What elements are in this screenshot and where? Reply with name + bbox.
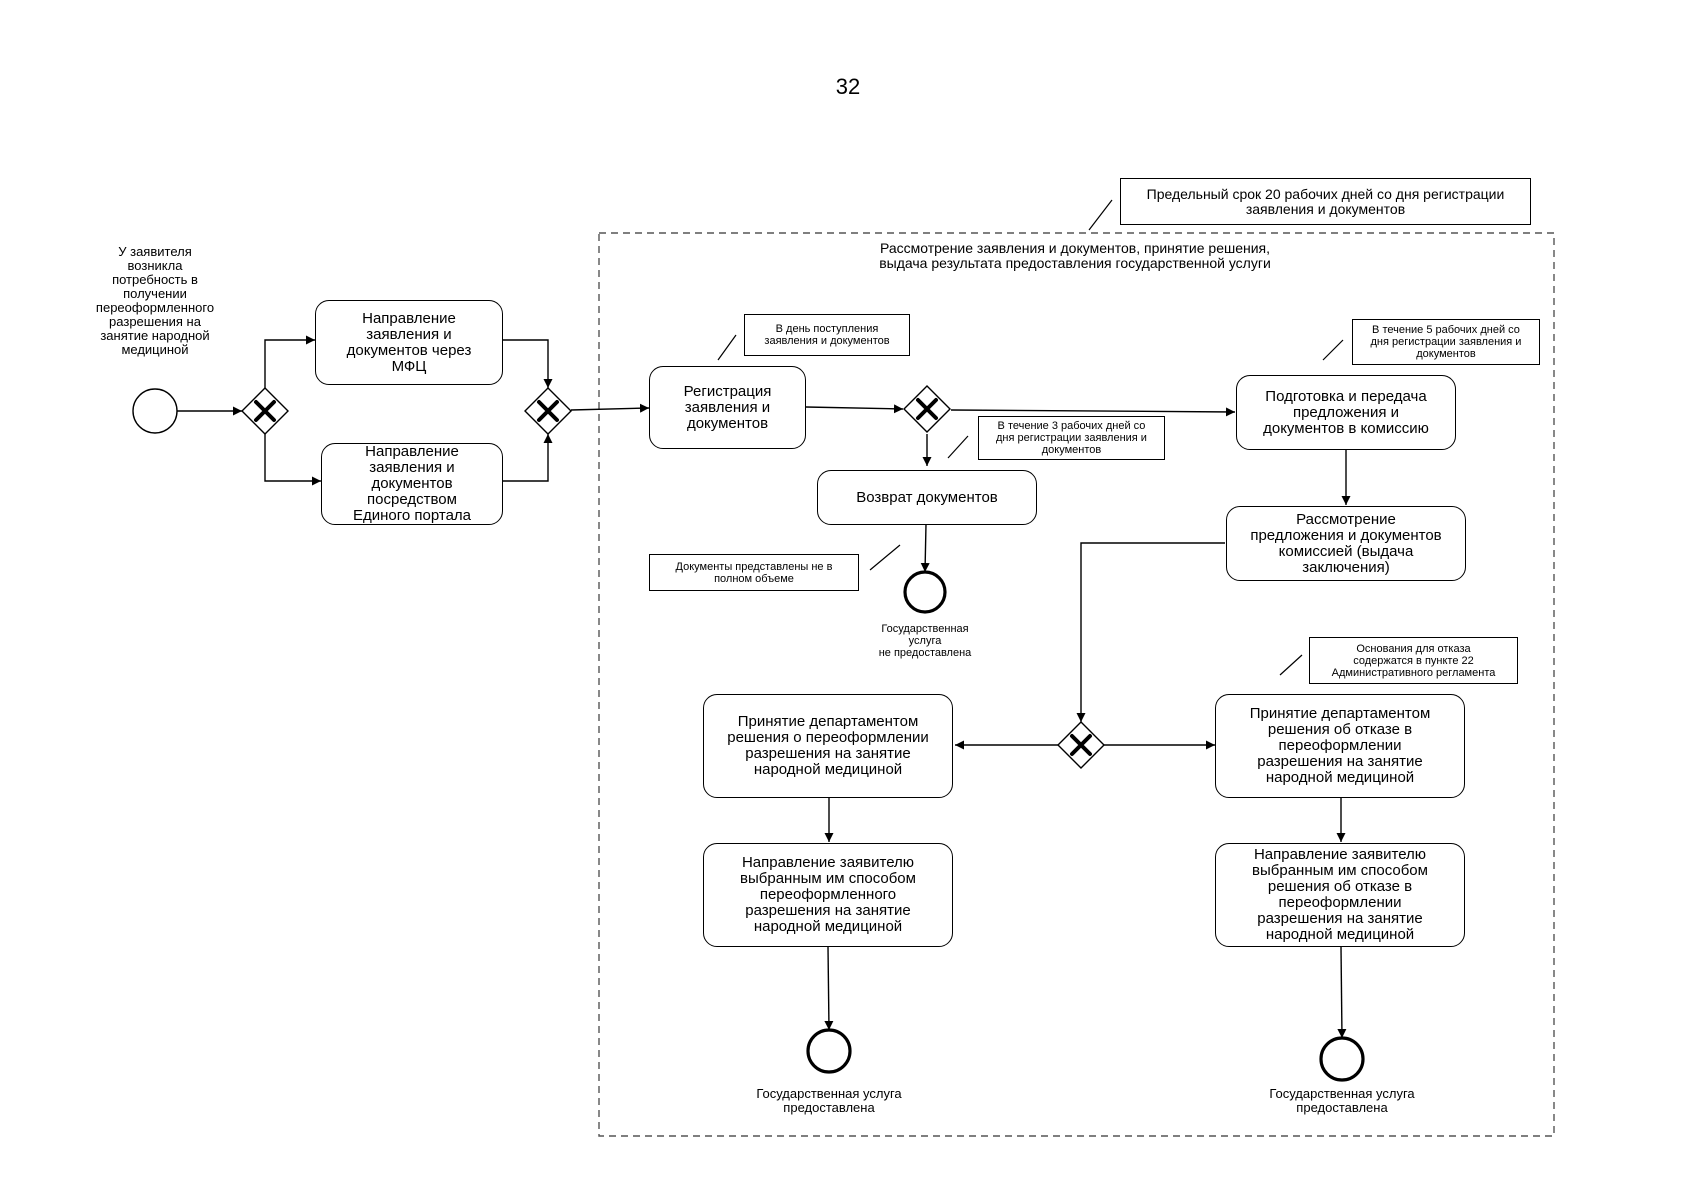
task-decision-reissue: Принятие департаментом решения о переофо… [703,694,953,798]
exclusive-gateway-decision-icon [1057,721,1105,769]
end-event-not-provided [903,570,947,614]
task-return-documents: Возврат документов [817,470,1037,525]
task-submit-via-portal: Направление заявления и документов посре… [321,443,503,525]
note-refusal-grounds: Основания для отказа содержатся в пункте… [1309,637,1518,684]
end-label-provided-left: Государственная услуга предоставлена [756,1086,902,1115]
flow-check-to-commission [950,407,1236,417]
flow-return-to-end [920,523,930,573]
note-within-5-days: В течение 5 рабочих дней со дня регистра… [1352,319,1540,365]
note-same-day: В день поступления заявления и документо… [744,314,910,356]
task-submit-via-mfc: Направление заявления и документов через… [315,300,503,385]
deadline-note: Предельный срок 20 рабочих дней со дня р… [1120,178,1531,225]
end-label-provided-right: Государственная услуга предоставлена [1269,1086,1415,1115]
flow-mfc-to-merge [503,339,553,388]
task-registration: Регистрация заявления и документов [649,366,806,449]
exclusive-gateway-check-icon [903,385,951,433]
exclusive-gateway-merge-icon [524,387,572,435]
task-send-refusal-decision: Направление заявителю выбранным им спосо… [1215,843,1465,947]
flow-portal-to-merge [503,434,553,482]
note-within-3-days: В течение 3 рабочих дней со дня регистра… [978,416,1165,460]
exclusive-gateway-split-icon [241,387,289,435]
review-group-boundary [598,232,1555,1137]
task-prepare-for-commission: Подготовка и передача предложения и доку… [1236,375,1456,450]
group-title: Рассмотрение заявления и документов, при… [879,240,1271,271]
task-send-reissued-permit: Направление заявителю выбранным им спосо… [703,843,953,947]
flow-send-reissue-to-end [824,946,834,1031]
start-event [132,388,178,434]
sequence-flows [177,335,1351,1039]
page-number: 32 [835,74,861,99]
flow-merge-to-registration [570,403,650,413]
annotation-connectors [717,199,1344,676]
flow-send-refusal-to-end [1337,946,1347,1039]
start-event-label: У заявителя возникла потребность в получ… [95,244,215,357]
task-decision-refusal: Принятие департаментом решения об отказе… [1215,694,1465,798]
end-event-provided-left [806,1028,852,1074]
task-commission-review: Рассмотрение предложения и документов ко… [1226,506,1466,581]
flow-registration-to-check [805,404,904,414]
end-event-provided-right [1319,1036,1365,1082]
note-incomplete-documents: Документы представлены не в полном объем… [649,554,859,591]
end-label-not-provided: Государственная услуга не предоставлена [878,623,972,659]
flow-review-to-decision-gateway [1076,542,1225,722]
